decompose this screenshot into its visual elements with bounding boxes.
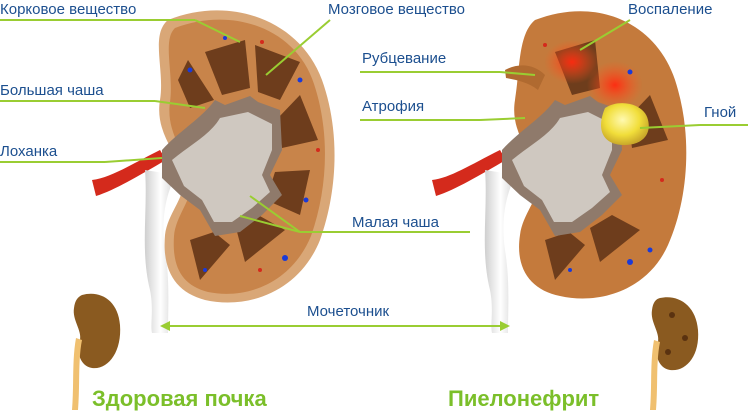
vessel-dots [187,36,320,272]
label-cortex: Корковое вещество [0,1,137,18]
small-diseased-kidney [650,297,699,410]
ureter [144,170,176,333]
label-medulla: Мозговое вещество [328,1,466,18]
label-ureter: Мочеточник [303,303,394,321]
label-scarring: Рубцевание [362,50,447,67]
inflammation-area [544,40,600,84]
calyx-inner [172,112,272,222]
healthy-kidney [92,10,335,333]
caption-pyelonephritis: Пиелонефрит [448,386,600,411]
label-major-calyx: Большая чаша [0,82,104,99]
pyramids [178,40,318,280]
scar-notch [505,65,545,90]
vessel-dots-2 [543,43,664,272]
pus-abscess [601,103,649,146]
label-pus: Гной [704,104,737,121]
renal-artery [92,150,166,196]
small-healthy-kidney [72,293,121,410]
ureter-2 [484,170,516,333]
calyx-inner-2 [512,112,612,222]
pyelonephritis-kidney [432,11,687,333]
leader-lines [0,19,748,331]
caption-healthy-kidney: Здоровая почка [92,386,267,411]
label-minor-calyx: Малая чаша [352,214,439,231]
label-pelvis: Лоханка [0,143,58,160]
renal-artery-2 [432,150,506,196]
label-inflammation: Воспаление [628,1,713,18]
label-atrophy: Атрофия [362,98,425,115]
inflammation-area-2 [587,61,643,109]
